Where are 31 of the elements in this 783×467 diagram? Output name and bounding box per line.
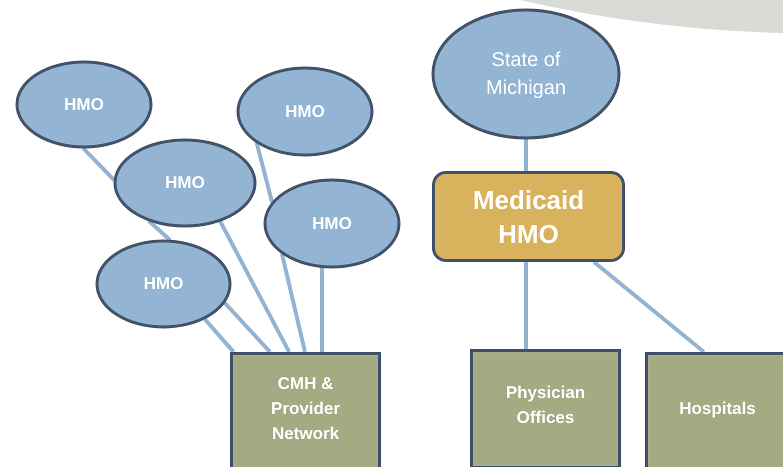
connector-line [524, 139, 528, 171]
connector-line [320, 268, 324, 352]
node-label: HMO [64, 94, 104, 116]
ellipse-node [236, 66, 374, 157]
connector-line [524, 262, 528, 349]
node-label: HMO [165, 172, 205, 194]
rounded-box [432, 171, 625, 262]
node-label: HMO [144, 273, 184, 296]
ellipse-node [263, 178, 401, 269]
connector-line [280, 253, 307, 352]
process-box [470, 349, 621, 467]
connector-line [218, 220, 291, 353]
ellipse-node [113, 138, 257, 228]
node-label: HMO [285, 100, 325, 123]
node-label: Physician Offices [504, 382, 586, 429]
process-box [645, 352, 783, 467]
node-label: CMH & Provider Network [270, 372, 341, 444]
node-label: HMO [312, 212, 352, 235]
connector-line [147, 219, 172, 242]
ellipse-node [15, 60, 153, 149]
connector-line [223, 301, 272, 354]
node-label: Medicaid HMO [472, 184, 586, 250]
connector-line [82, 146, 116, 182]
connector-line [203, 318, 236, 354]
node-label: State of Michigan [484, 48, 568, 101]
ellipse-node [431, 8, 621, 140]
ellipse-node [95, 239, 232, 329]
process-box [230, 352, 381, 467]
connector-line [254, 142, 274, 203]
node-label: Hospitals [678, 398, 757, 420]
connector-line [592, 260, 706, 354]
